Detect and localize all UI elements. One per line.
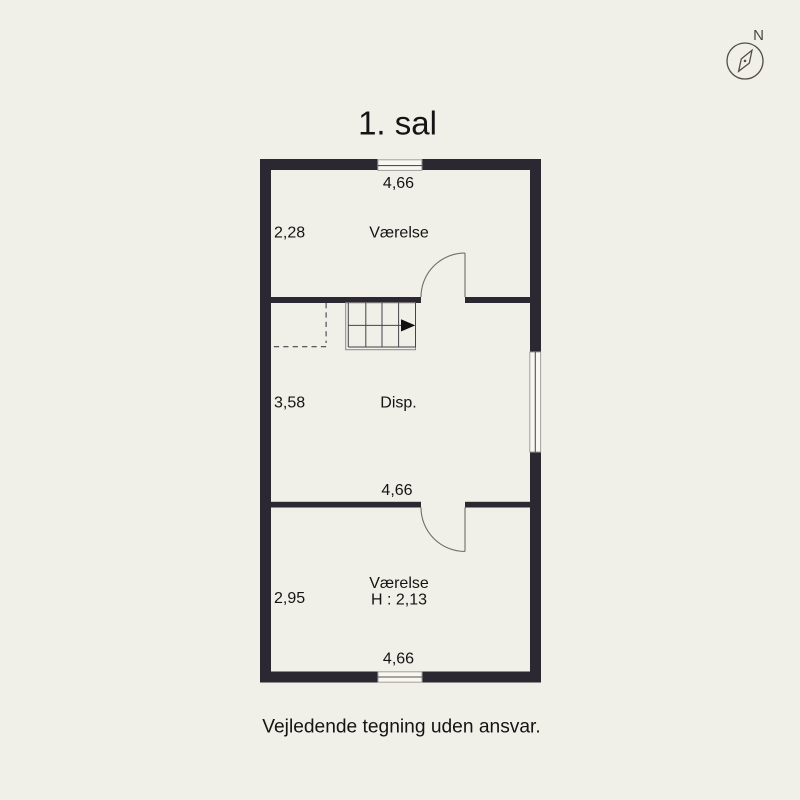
svg-text:2,95: 2,95 — [274, 590, 305, 607]
svg-text:Værelse: Værelse — [369, 575, 429, 592]
svg-text:4,66: 4,66 — [383, 651, 414, 668]
svg-text:Vejledende tegning uden ansvar: Vejledende tegning uden ansvar. — [262, 716, 540, 737]
svg-text:Disp.: Disp. — [380, 395, 416, 412]
svg-text:H : 2,13: H : 2,13 — [371, 592, 427, 609]
svg-text:2,28: 2,28 — [274, 225, 305, 242]
svg-text:1. sal: 1. sal — [358, 104, 437, 141]
svg-text:4,66: 4,66 — [381, 482, 412, 499]
svg-text:3,58: 3,58 — [274, 395, 305, 412]
svg-text:N: N — [753, 27, 764, 44]
svg-text:4,66: 4,66 — [383, 175, 414, 192]
svg-text:Værelse: Værelse — [369, 225, 429, 242]
